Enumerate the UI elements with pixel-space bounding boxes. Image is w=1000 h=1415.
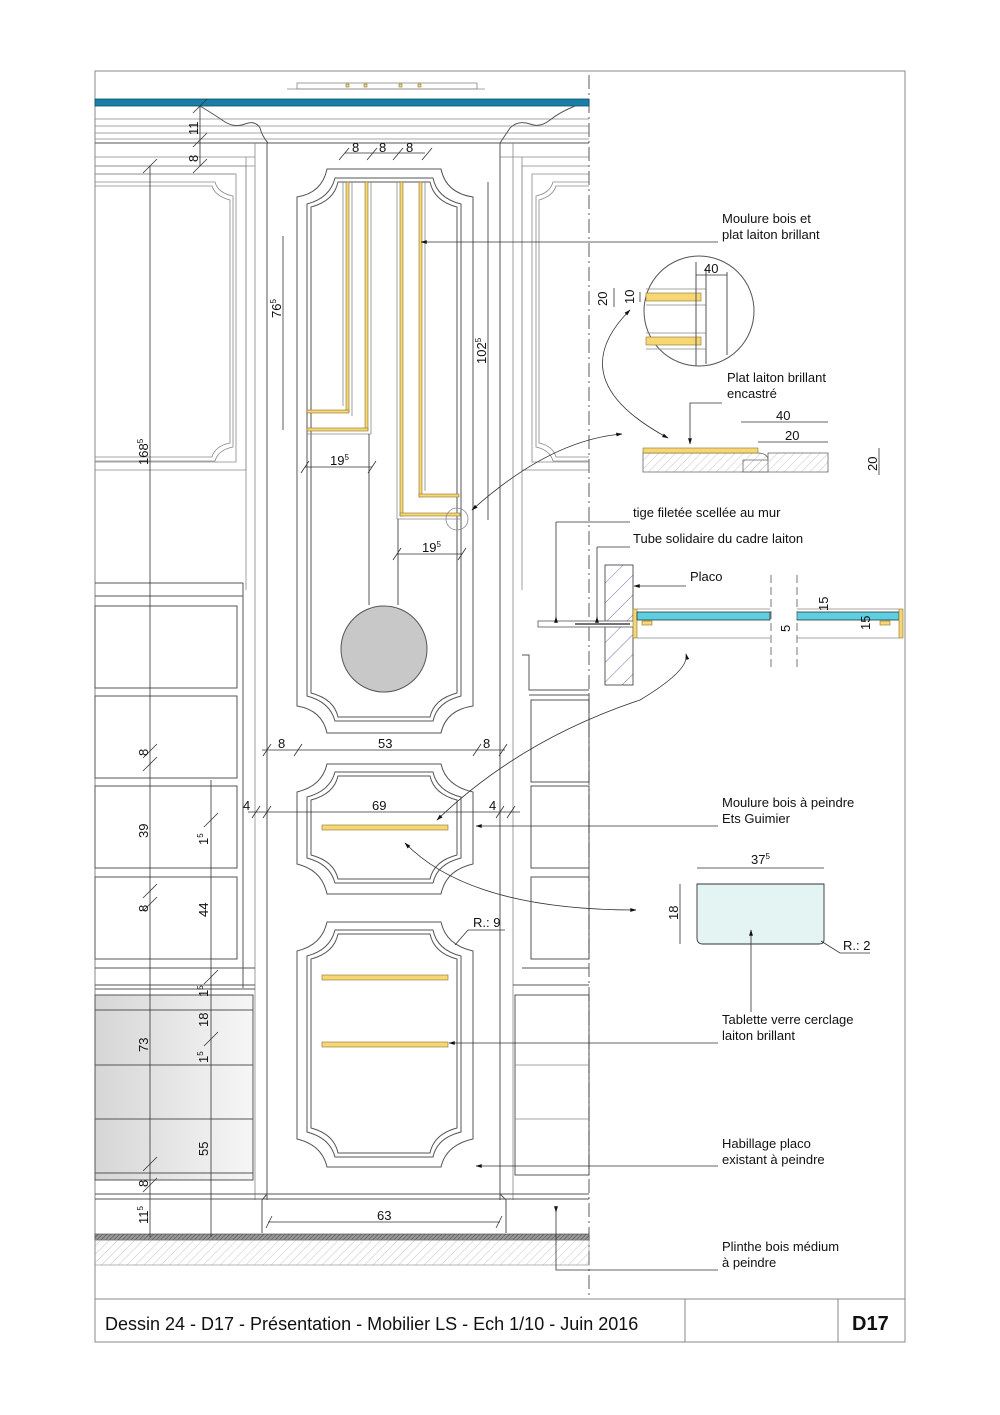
dim-v-1a: 15 (196, 833, 211, 845)
label-habillage-placo-2: existant à peindre (722, 1152, 825, 1167)
dim-19-right: 195 (422, 540, 441, 555)
dim-detail-10: 10 (622, 290, 637, 304)
dim-v-8c: 8 (136, 1180, 151, 1187)
label-plat-laiton-encastre-2: encastré (727, 386, 777, 401)
dim-63: 63 (377, 1208, 391, 1223)
dim-encastre-h20: 20 (865, 457, 880, 471)
dim-section-5: 5 (778, 625, 793, 632)
dim-4-right: 4 (489, 798, 496, 813)
ceiling-rose (287, 82, 485, 90)
dim-76: 765 (269, 299, 284, 318)
dim-v-1b: 15 (196, 985, 211, 997)
left-lower-shelves (94, 582, 255, 1181)
detail-encastre-section: 40 20 20 (642, 402, 880, 475)
dim-168: 1685 (136, 438, 151, 465)
label-tablette-verre-2: laiton brillant (722, 1028, 795, 1043)
label-moulure-bois-plat-1: Moulure bois et (722, 211, 811, 226)
label-tablette-verre-1: Tablette verre cerclage (722, 1012, 854, 1027)
dim-shelf-18: 18 (666, 906, 681, 920)
label-habillage-placo-1: Habillage placo (722, 1136, 811, 1151)
dim-v-55: 55 (196, 1142, 211, 1156)
left-upper-panel (95, 165, 247, 471)
drawing-code: D17 (852, 1313, 889, 1335)
label-plinthe-1: Plinthe bois médium (722, 1239, 839, 1254)
ceiling-band (94, 98, 590, 107)
round-bead (340, 605, 428, 693)
detail-shelf-section: 15 5 15 (537, 521, 904, 686)
plinth (94, 1193, 590, 1266)
top-door-panel (296, 168, 474, 734)
dim-encastre-20: 20 (785, 428, 799, 443)
annotations: Moulure bois et plat laiton brillant Pla… (633, 211, 854, 1270)
dim-top-8a: 8 (352, 140, 359, 155)
label-plinthe-2: à peindre (722, 1255, 776, 1270)
dim-v-1c: 15 (196, 1051, 211, 1063)
dim-v-18: 18 (196, 1013, 211, 1027)
dim-102: 1025 (474, 337, 489, 364)
label-moulure-peindre-1: Moulure bois à peindre (722, 795, 854, 810)
dim-top-8c: 8 (406, 140, 413, 155)
dim-19-left: 195 (330, 453, 349, 468)
dim-section-15-side: 15 (858, 616, 873, 630)
detail-glass-shelf-profile: 375 18 R.: 2 (666, 852, 870, 1012)
dim-detail-40: 40 (704, 261, 718, 276)
dim-v-39: 39 (136, 824, 151, 838)
cornice (95, 105, 589, 175)
label-moulure-peindre-2: Ets Guimier (722, 811, 791, 826)
dim-cornice-11: 11 (186, 122, 201, 136)
dim-v-11: 115 (136, 1206, 151, 1225)
dim-v-8a: 8 (136, 749, 151, 756)
title-block: Dessin 24 - D17 - Présentation - Mobilie… (95, 1298, 905, 1342)
dim-r-9: R.: 9 (473, 915, 500, 930)
left-cabinet (94, 994, 254, 1181)
middle-door-panel (296, 763, 474, 895)
label-tige-filetee: tige filetée scellée au mur (633, 505, 781, 520)
dim-4-left: 4 (243, 798, 250, 813)
drawing-title: Dessin 24 - D17 - Présentation - Mobilie… (105, 1314, 638, 1334)
dim-v-44: 44 (196, 903, 211, 917)
leader-lines (404, 240, 718, 1271)
dim-shelf-r2: R.: 2 (843, 938, 870, 953)
label-tube-solidaire: Tube solidaire du cadre laiton (633, 531, 803, 546)
dim-cornice-8: 8 (186, 155, 201, 162)
dim-8-right: 8 (483, 736, 490, 751)
dim-53: 53 (378, 736, 392, 751)
detail-brass-strips-circle: 40 20 10 (595, 255, 755, 367)
dim-detail-20: 20 (595, 292, 610, 306)
dim-section-15-top: 15 (816, 597, 831, 611)
dim-8-left: 8 (278, 736, 285, 751)
dim-v-8b: 8 (136, 905, 151, 912)
right-lower-shelves (513, 654, 590, 1176)
label-placo: Placo (690, 569, 723, 584)
label-plat-laiton-encastre-1: Plat laiton brillant (727, 370, 826, 385)
dim-v-73: 73 (136, 1038, 151, 1052)
dim-encastre-40: 40 (776, 408, 790, 423)
elevation-dimension-texts: 11 8 8 8 8 765 1025 1685 195 195 8 53 8 … (136, 122, 505, 1225)
dim-top-8b: 8 (379, 140, 386, 155)
label-moulure-bois-plat-2: plat laiton brillant (722, 227, 820, 242)
lower-door-panel (296, 921, 474, 1168)
dim-69: 69 (372, 798, 386, 813)
right-upper-panel (521, 165, 589, 471)
dim-shelf-37: 375 (751, 852, 770, 867)
